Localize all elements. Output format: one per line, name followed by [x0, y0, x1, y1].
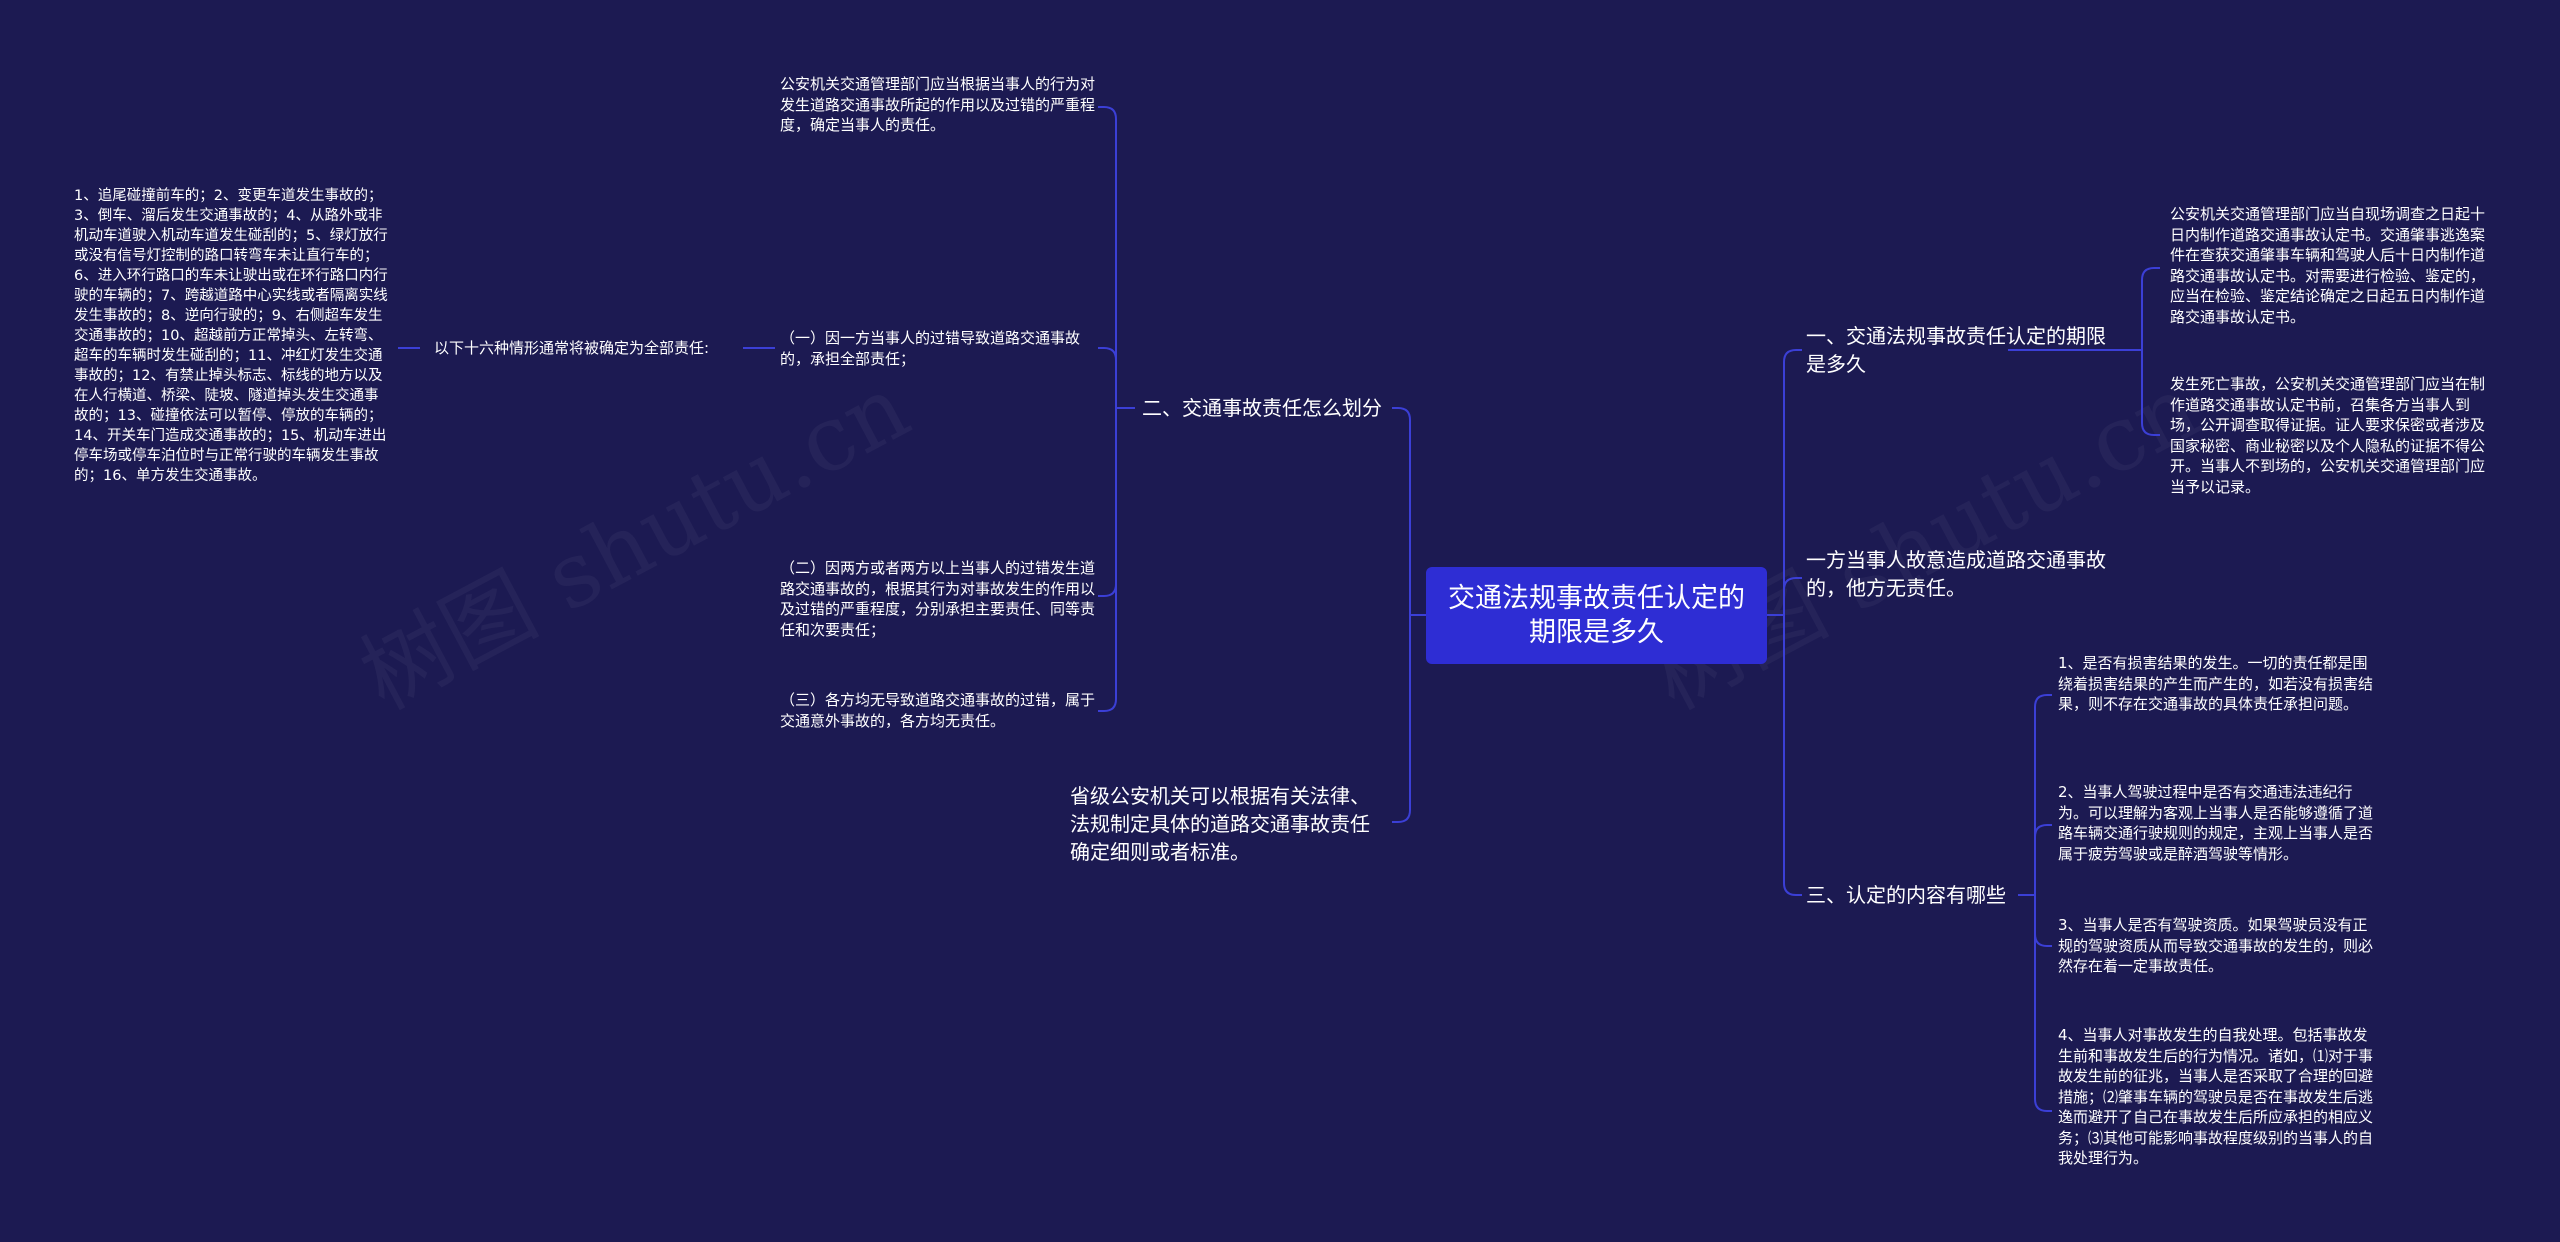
left-branch-1-child-3-text: （二）因两方或者两方以上当事人的过错发生道路交通事故的，根据其行为对事故发生的作… — [780, 559, 1096, 639]
left-branch-2-label: 省级公安机关可以根据有关法律、法规制定具体的道路交通事故责任确定细则或者标准。 — [1070, 784, 1370, 864]
right-branch-2[interactable]: 一方当事人故意造成道路交通事故的，他方无责任。 — [1806, 546, 2121, 602]
left-branch-1-child-4-text: （三）各方均无导致道路交通事故的过错，属于交通意外事故的，各方均无责任。 — [780, 691, 1096, 730]
left-branch-1-child-2-text: （一）因一方当事人的过错导致道路交通事故的，承担全部责任； — [780, 329, 1081, 368]
link-l1-c4 — [1098, 408, 1117, 712]
link-r3-c2 — [2034, 824, 2052, 895]
full-responsibility-detail[interactable]: 1、追尾碰撞前车的；2、变更车道发生事故的；3、倒车、溜后发生交通事故的；4、从… — [74, 186, 392, 486]
link-r1-c2 — [2141, 350, 2160, 436]
right-branch-3-child-3[interactable]: 3、当事人是否有驾驶资质。如果驾驶员没有正规的驾驶资质从而导致交通事故的发生的，… — [2058, 915, 2380, 977]
left-branch-1-child-1[interactable]: 公安机关交通管理部门应当根据当事人的行为对发生道路交通事故所起的作用以及过错的严… — [780, 74, 1098, 136]
right-branch-3-child-2-text: 2、当事人驾驶过程中是否有交通违法违纪行为。可以理解为客观上当事人是否能够遵循了… — [2058, 783, 2374, 863]
left-branch-1-label: 二、交通事故责任怎么划分 — [1142, 396, 1382, 420]
link-r3-c4 — [2034, 895, 2052, 1112]
full-responsibility-header-text: 以下十六种情形通常将被确定为全部责任: — [434, 339, 710, 357]
link-left-branch1 — [1392, 407, 1411, 615]
link-r3-c1 — [2034, 694, 2052, 895]
right-branch-3-child-4[interactable]: 4、当事人对事故发生的自我处理。包括事故发生前和事故发生后的行为情况。诸如，⑴对… — [2058, 1025, 2380, 1169]
link-right-branch2 — [1783, 577, 1802, 615]
left-branch-1-child-4[interactable]: （三）各方均无导致道路交通事故的过错，属于交通意外事故的，各方均无责任。 — [780, 690, 1098, 731]
full-responsibility-detail-text: 1、追尾碰撞前车的；2、变更车道发生事故的；3、倒车、溜后发生交通事故的；4、从… — [74, 188, 388, 484]
right-branch-2-label: 一方当事人故意造成道路交通事故的，他方无责任。 — [1806, 548, 2106, 600]
right-branch-1-child-2-text: 发生死亡事故，公安机关交通管理部门应当在制作道路交通事故认定书前，召集各方当事人… — [2170, 375, 2486, 496]
right-branch-3-child-2[interactable]: 2、当事人驾驶过程中是否有交通违法违纪行为。可以理解为客观上当事人是否能够遵循了… — [2058, 782, 2380, 864]
right-branch-3-child-1-text: 1、是否有损害结果的发生。一切的责任都是围绕着损害结果的产生而产生的，如若没有损… — [2058, 654, 2374, 713]
right-branch-1-child-1-text: 公安机关交通管理部门应当自现场调查之日起十日内制作道路交通事故认定书。交通肇事逃… — [2170, 205, 2486, 326]
right-branch-3-child-4-text: 4、当事人对事故发生的自我处理。包括事故发生前和事故发生后的行为情况。诸如，⑴对… — [2058, 1026, 2374, 1167]
link-l1-c3 — [1098, 408, 1117, 597]
link-right-branch3 — [1783, 615, 1802, 896]
left-branch-1-child-3[interactable]: （二）因两方或者两方以上当事人的过错发生道路交通事故的，根据其行为对事故发生的作… — [780, 558, 1098, 640]
link-r3-c3 — [2034, 895, 2052, 947]
link-left-branch2 — [1392, 615, 1411, 823]
link-r1-c1 — [2008, 267, 2160, 351]
right-branch-1-label: 一、交通法规事故责任认定的期限是多久 — [1806, 324, 2106, 376]
root-label: 交通法规事故责任认定的期限是多久 — [1448, 582, 1745, 648]
right-branch-1-child-2[interactable]: 发生死亡事故，公安机关交通管理部门应当在制作道路交通事故认定书前，召集各方当事人… — [2170, 374, 2492, 497]
right-branch-1[interactable]: 一、交通法规事故责任认定的期限是多久 — [1806, 322, 2116, 378]
right-branch-3-label: 三、认定的内容有哪些 — [1806, 883, 2006, 907]
right-branch-3-child-3-text: 3、当事人是否有驾驶资质。如果驾驶员没有正规的驾驶资质从而导致交通事故的发生的，… — [2058, 916, 2374, 975]
left-branch-1[interactable]: 二、交通事故责任怎么划分 — [1142, 394, 1392, 422]
right-branch-1-child-1[interactable]: 公安机关交通管理部门应当自现场调查之日起十日内制作道路交通事故认定书。交通肇事逃… — [2170, 204, 2492, 327]
link-l1-c1 — [1098, 106, 1117, 408]
right-branch-3-child-1[interactable]: 1、是否有损害结果的发生。一切的责任都是围绕着损害结果的产生而产生的，如若没有损… — [2058, 653, 2380, 715]
left-branch-1-child-2[interactable]: （一）因一方当事人的过错导致道路交通事故的，承担全部责任； — [780, 328, 1098, 369]
left-branch-1-child-1-text: 公安机关交通管理部门应当根据当事人的行为对发生道路交通事故所起的作用以及过错的严… — [780, 75, 1096, 134]
link-right-branch1 — [1783, 349, 1802, 615]
link-l1-c2 — [1098, 347, 1117, 408]
right-branch-3[interactable]: 三、认定的内容有哪些 — [1806, 881, 2021, 909]
left-branch-2[interactable]: 省级公安机关可以根据有关法律、法规制定具体的道路交通事故责任确定细则或者标准。 — [1070, 782, 1388, 866]
root-node[interactable]: 交通法规事故责任认定的期限是多久 — [1426, 567, 1767, 664]
full-responsibility-header[interactable]: 以下十六种情形通常将被确定为全部责任: — [434, 338, 734, 359]
